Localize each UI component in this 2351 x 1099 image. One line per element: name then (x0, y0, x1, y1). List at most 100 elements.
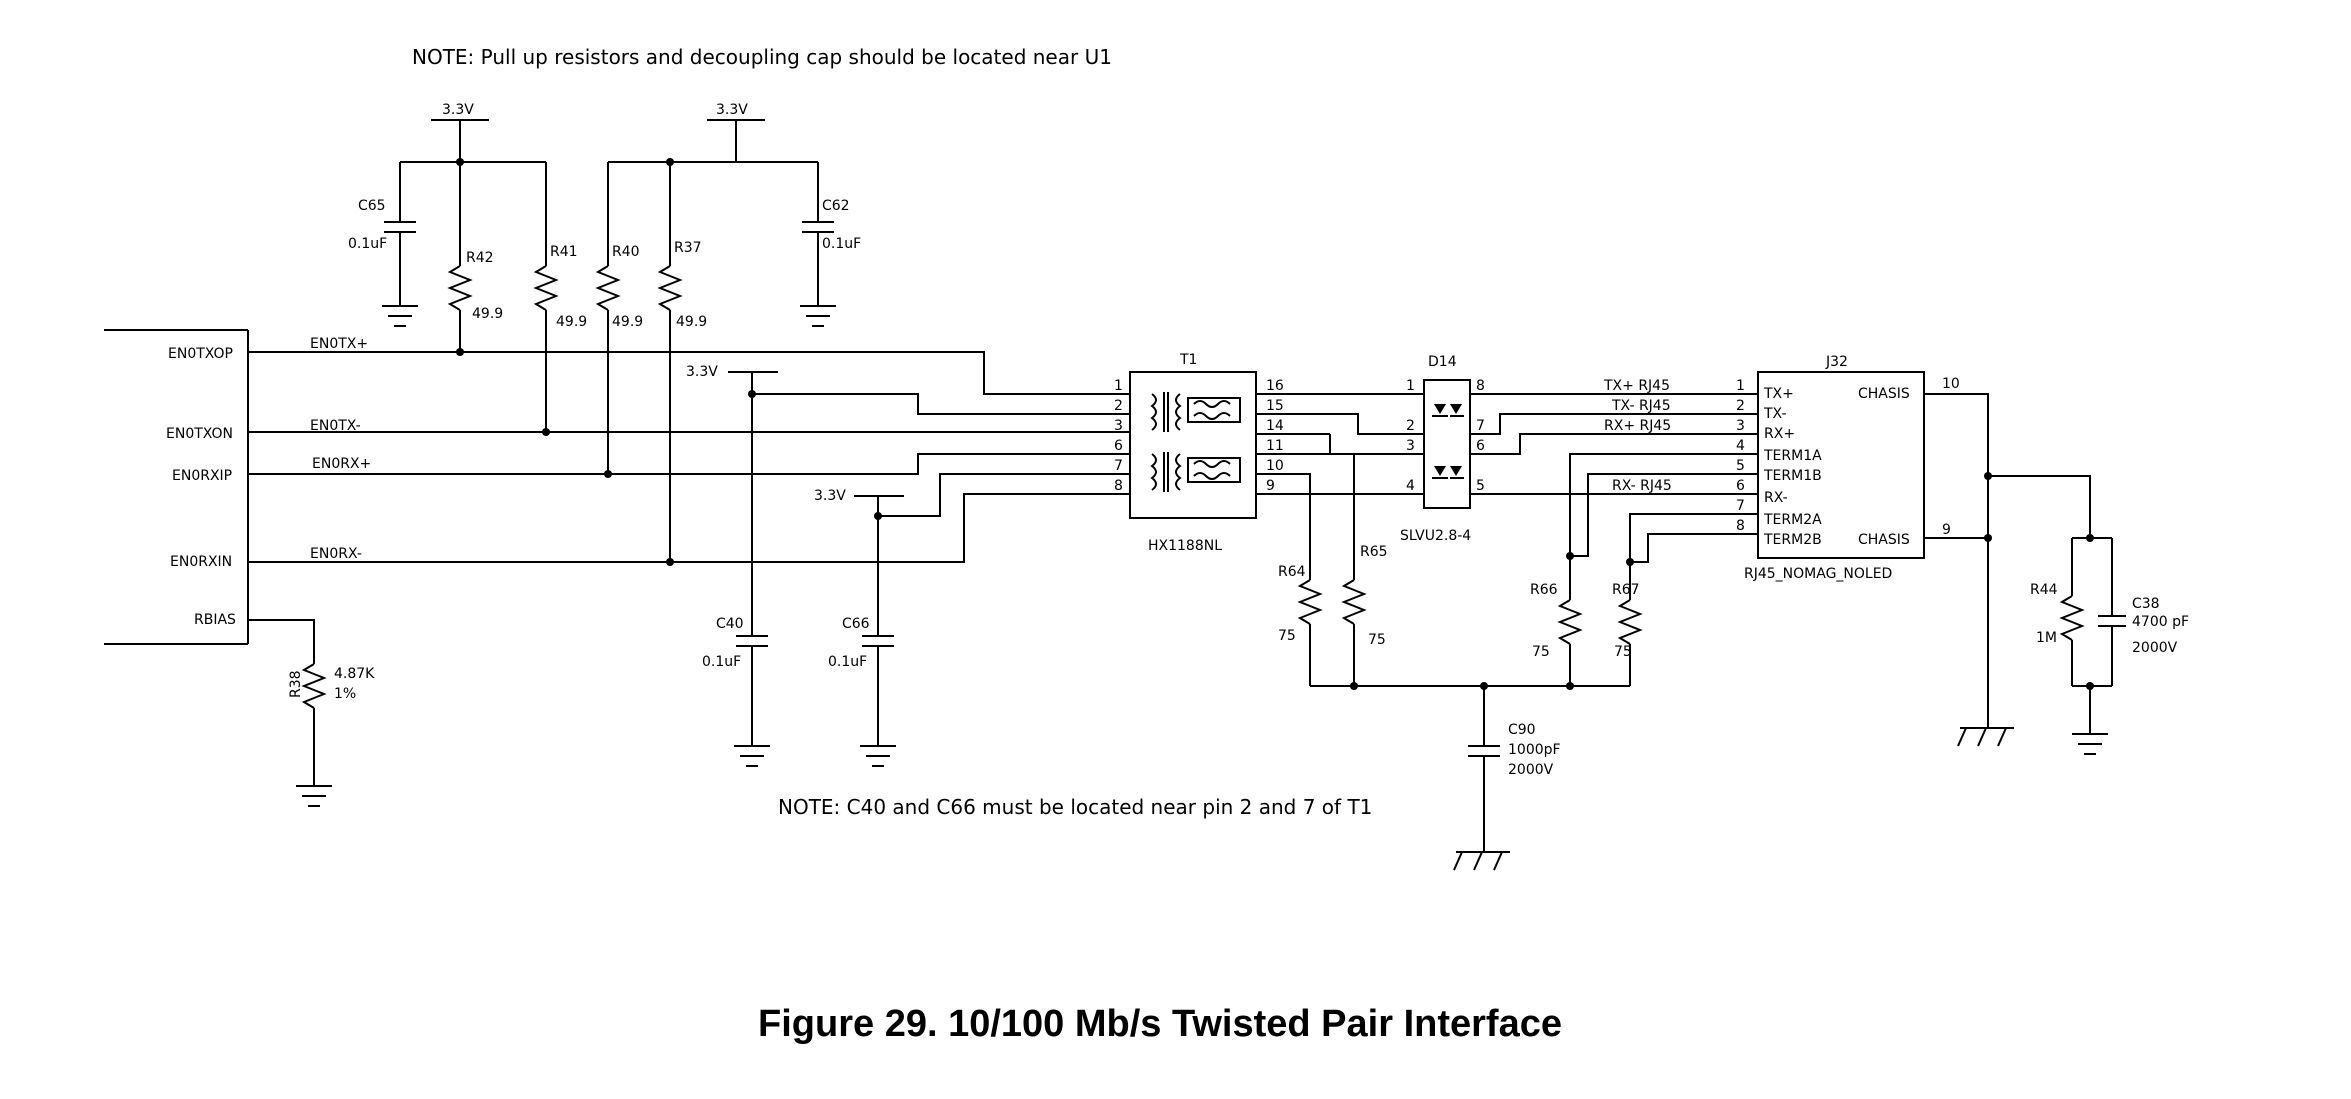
r42-ref: R42 (466, 250, 494, 266)
j32-pin-number: 7 (1736, 498, 1745, 514)
d14-pin: 2 (1406, 418, 1415, 434)
j32-part: RJ45_NOMAG_NOLED (1744, 566, 1892, 582)
t1-pin: 2 (1114, 398, 1123, 414)
note-pullup: NOTE: Pull up resistors and decoupling c… (412, 45, 1112, 69)
t1-pin: 7 (1114, 458, 1123, 474)
net-t1-14-line (1256, 433, 1331, 454)
j32-pin-number: 2 (1736, 398, 1745, 414)
j32-pin-number: 4 (1736, 438, 1745, 454)
capacitor-c62: C62 0.1uF (800, 162, 861, 327)
net-en0rx-plus: EN0RX+ (248, 453, 1130, 475)
c66-ref: C66 (842, 616, 870, 632)
d14-pin: 8 (1476, 378, 1485, 394)
rj45-net-label: TX+ RJ45 (1603, 378, 1670, 394)
j32-pin-number: 1 (1736, 378, 1745, 394)
rj45-net-label: RX+ RJ45 (1604, 418, 1671, 434)
c40-value: 0.1uF (702, 654, 741, 670)
c40-ref: C40 (716, 616, 744, 632)
j32-chasis-label: CHASIS (1858, 386, 1910, 402)
r66-ref: R66 (1530, 582, 1558, 598)
r64-ref: R64 (1278, 564, 1306, 580)
j32-ref: J32 (1825, 354, 1848, 370)
net-t1-15-line (1330, 453, 1355, 580)
t1-pin: 1 (1114, 378, 1123, 394)
rail-label: 3.3V (442, 102, 474, 118)
j32-pin-name: TERM1A (1763, 448, 1822, 464)
d14-pin: 4 (1406, 478, 1415, 494)
power-rail-left: 3.3V (400, 102, 546, 166)
rail-label: 3.3V (814, 488, 846, 504)
u1-pin-en0txon: EN0TXON (166, 426, 233, 442)
j32-pin-number: 6 (1736, 478, 1745, 494)
j32-pin-name: RX+ (1764, 426, 1795, 442)
r44-value: 1M (2036, 630, 2057, 646)
net-en0tx-plus: EN0TX+ (248, 336, 1130, 395)
c90-ref: C90 (1508, 722, 1536, 738)
capacitor-c65: C65 0.1uF (348, 162, 418, 327)
connector-j32: J32 RJ45_NOMAG_NOLED 1 2 3 4 5 6 7 8 TX+… (1730, 354, 1960, 582)
c66-value: 0.1uF (828, 654, 867, 670)
tvs-diode-d14: D14 SLVU2.8-4 1 2 3 4 8 7 6 5 (1400, 354, 1485, 544)
figure-caption: Figure 29. 10/100 Mb/s Twisted Pair Inte… (758, 1003, 1562, 1045)
t1-pin: 6 (1114, 438, 1123, 454)
r67-value: 75 (1614, 644, 1632, 660)
net-label: EN0RX- (310, 546, 362, 562)
d14-ref: D14 (1428, 354, 1457, 370)
u1-pin-en0rxin: EN0RXIN (170, 554, 232, 570)
resistor-r64: R64 75 (1278, 564, 1323, 686)
transformer-t1: T1 HX1188NL 1 2 3 6 7 8 16 15 14 11 10 9 (1114, 352, 1284, 554)
termination-bus (1310, 682, 1630, 690)
c38-ref: C38 (2132, 596, 2160, 612)
diode-icon (1432, 404, 1464, 417)
resistor-r40: R40 49.9 (595, 162, 643, 478)
net-en0tx-minus: EN0TX- (248, 418, 1130, 434)
j32-pin-number: 3 (1736, 418, 1745, 434)
t1-pin: 16 (1266, 378, 1284, 394)
r41-value: 49.9 (556, 314, 587, 330)
capacitor-c38: C38 4700 pF 2000V (2072, 538, 2189, 755)
c65-value: 0.1uF (348, 236, 387, 252)
c65-ref: C65 (358, 198, 386, 214)
c90-value: 1000pF (1508, 742, 1561, 758)
resistor-r44: R44 1M (2030, 534, 2112, 686)
net-tx-minus-line (1256, 413, 1730, 435)
resistor-r65: R65 75 (1341, 544, 1388, 690)
t1-pin: 3 (1114, 418, 1123, 434)
r65-ref: R65 (1360, 544, 1388, 560)
rj45-net-label: TX- RJ45 (1611, 398, 1671, 414)
r38-value: 4.87K (334, 666, 375, 682)
r38-ref: R38 (288, 670, 304, 698)
j32-pin-name: TX+ (1763, 386, 1794, 402)
net-label: EN0TX+ (310, 336, 368, 352)
d14-pin: 3 (1406, 438, 1415, 454)
net-rx-plus-line (1256, 433, 1730, 455)
d14-pin: 7 (1476, 418, 1485, 434)
j32-chasis-label: CHASIS (1858, 532, 1910, 548)
u1-ethernet-phy: EN0TXOP EN0TXON EN0RXIP EN0RXIN RBIAS (104, 329, 249, 645)
d14-pin: 1 (1406, 378, 1415, 394)
rj45-net-label: RX- RJ45 (1612, 478, 1672, 494)
c90-voltage: 2000V (1508, 762, 1554, 778)
center-tap-supply-1: 3.3V (686, 364, 1130, 636)
transformer-coil-lower (1150, 452, 1241, 492)
r44-ref: R44 (2030, 582, 2058, 598)
c38-voltage: 2000V (2132, 640, 2178, 656)
r42-value: 49.9 (472, 306, 503, 322)
resistor-r38: R38 4.87K 1% (248, 619, 375, 807)
rail-label: 3.3V (686, 364, 718, 380)
j32-pin-number: 5 (1736, 458, 1745, 474)
u1-pin-en0rxip: EN0RXIP (172, 468, 232, 484)
r66-value: 75 (1532, 644, 1550, 660)
net-en0rx-minus: EN0RX- (248, 493, 1130, 563)
t1-pin: 9 (1266, 478, 1275, 494)
t1-pin: 10 (1266, 458, 1284, 474)
center-tap-supply-2: 3.3V (814, 473, 1130, 636)
t1-part: HX1188NL (1148, 538, 1222, 554)
net-label: EN0TX- (310, 418, 361, 434)
t1-pin: 8 (1114, 478, 1123, 494)
capacitor-c90: C90 1000pF 2000V (1453, 686, 1561, 871)
t1-pin: 14 (1266, 418, 1284, 434)
resistor-r66: R66 75 (1530, 453, 1730, 686)
j32-pin-number: 8 (1736, 518, 1745, 534)
